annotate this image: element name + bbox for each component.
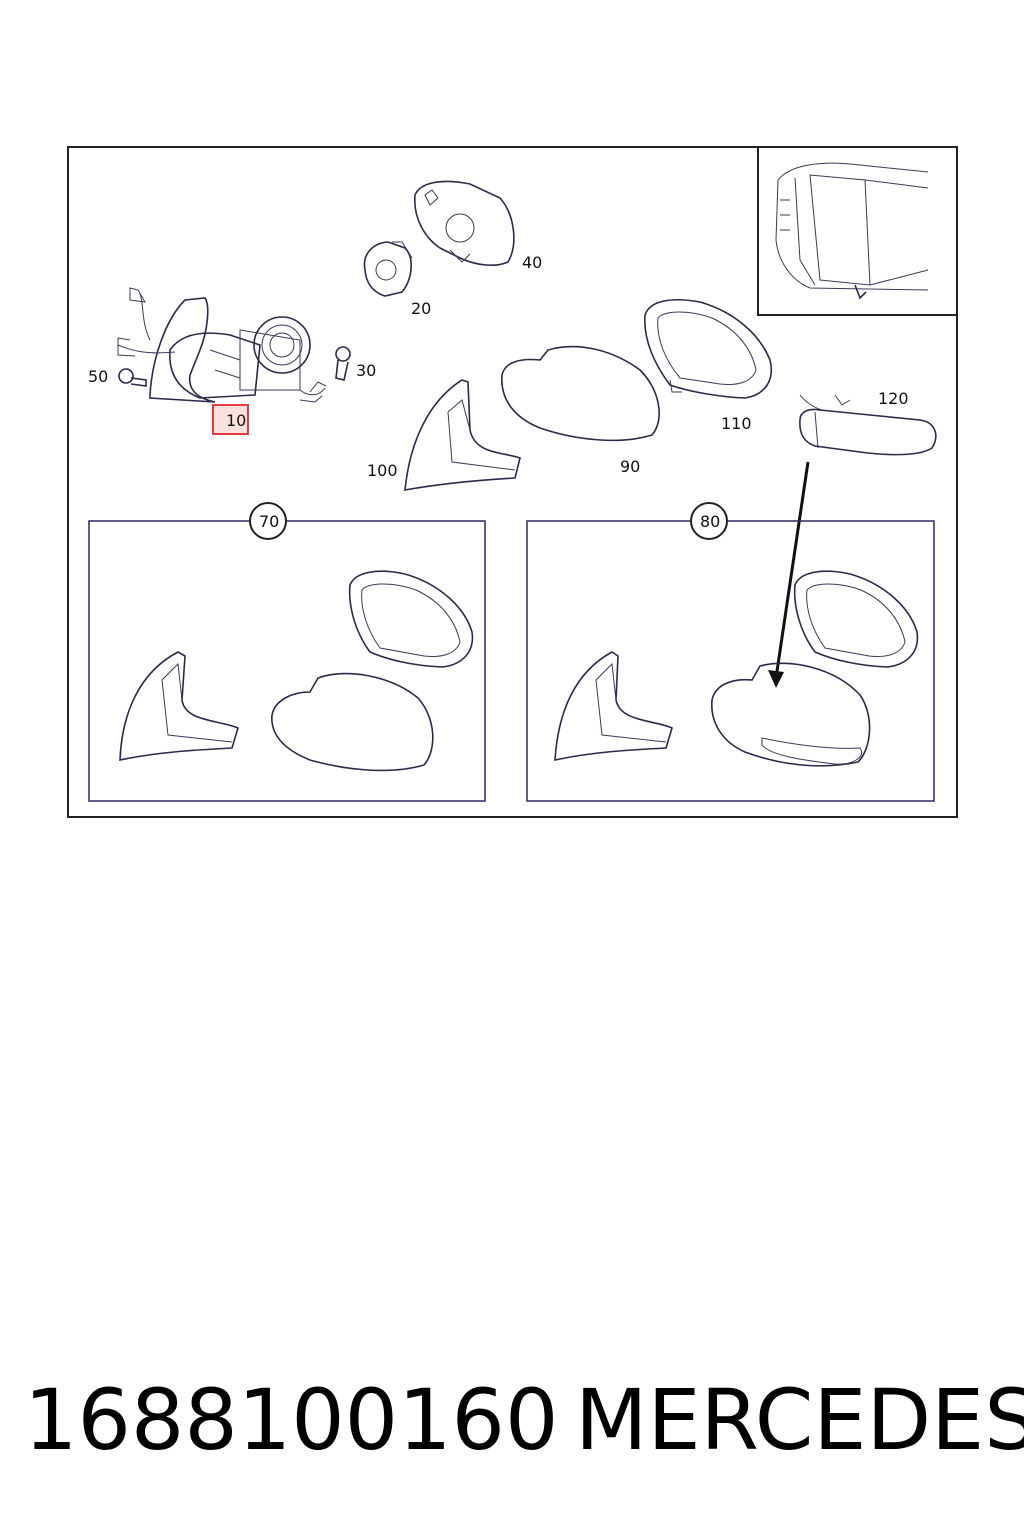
part-number: 1688100160	[24, 1371, 559, 1469]
part-110-mirror-frame	[644, 299, 772, 399]
highlight-box-10	[212, 404, 249, 435]
part-100-base-cover	[404, 379, 521, 491]
part-20-motor	[363, 241, 413, 297]
callout-30: 30	[356, 361, 376, 380]
part-40-mirror-glass	[414, 180, 515, 267]
diagram-frame	[67, 146, 958, 818]
part-120-turn-signal	[799, 394, 937, 456]
car-inset	[757, 146, 958, 316]
parts-diagram: 10 20 30 40 50 70 80 90 100 110 120	[67, 146, 958, 818]
callout-120: 120	[878, 389, 909, 408]
part-90-housing-cap	[501, 345, 660, 442]
callout-110: 110	[721, 414, 752, 433]
part-50-screw	[118, 368, 147, 387]
part-10-mirror-assembly	[117, 287, 327, 403]
callout-90: 90	[620, 457, 640, 476]
kit-80-frame	[526, 502, 935, 802]
kit-70-frame	[88, 502, 486, 802]
kit-80-parts	[554, 570, 919, 767]
callout-80: 80	[700, 512, 720, 531]
callout-100: 100	[367, 461, 398, 480]
arrow-120-to-80	[768, 461, 810, 688]
footer: 1688100160 MERCEDES	[0, 1370, 1024, 1470]
kit-70-parts	[119, 570, 474, 772]
callout-20: 20	[411, 299, 431, 318]
callout-10: 10	[226, 411, 246, 430]
callout-50: 50	[88, 367, 108, 386]
callout-40: 40	[522, 253, 542, 272]
callout-70: 70	[259, 512, 279, 531]
part-30-screw	[335, 346, 351, 381]
brand-name: MERCEDES	[575, 1371, 1024, 1469]
